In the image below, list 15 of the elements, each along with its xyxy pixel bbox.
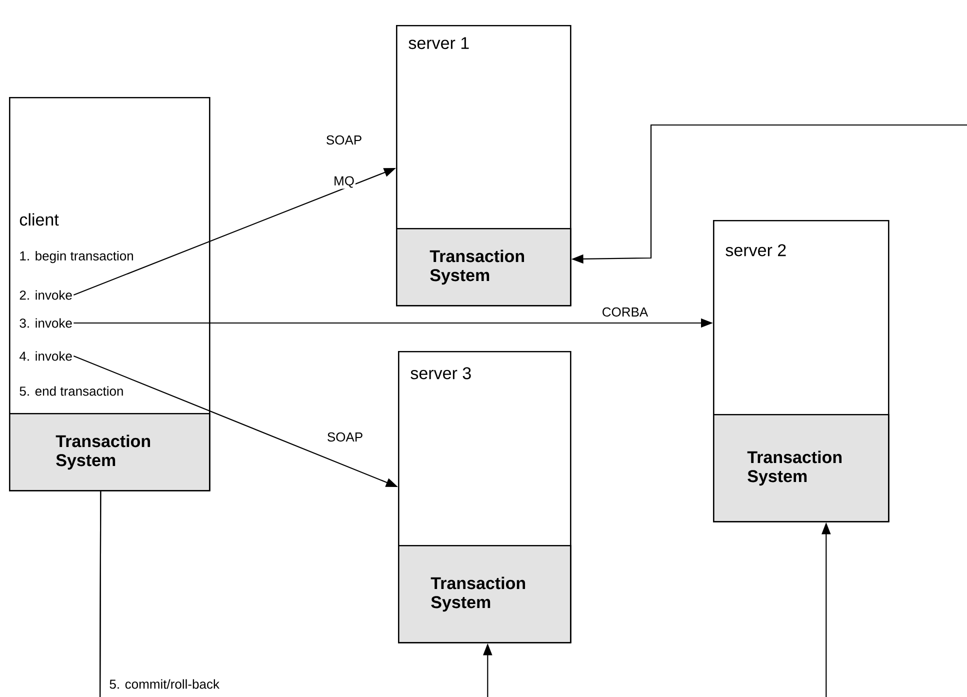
transaction-system-box: Transaction System <box>713 414 890 522</box>
step-text: 3. invoke <box>20 318 72 328</box>
edge-label: 5. commit/roll-back <box>108 678 220 690</box>
edge-label: CORBA <box>600 306 650 318</box>
arrow <box>99 491 831 697</box>
step-text: 1. begin transaction <box>20 250 133 264</box>
step-text: 5. end transaction <box>20 386 123 396</box>
step-text: 2. invoke <box>20 290 72 300</box>
transaction-system-box: Transaction System <box>398 545 572 644</box>
step-text: 4. invoke <box>20 351 72 361</box>
protocol-label: MQ <box>332 175 356 189</box>
edge-label: SOAP <box>324 134 364 146</box>
transaction-system-box: Transaction System <box>9 413 210 492</box>
edge-label: SOAP <box>326 431 364 443</box>
transaction-system-box: Transaction System <box>396 228 572 306</box>
